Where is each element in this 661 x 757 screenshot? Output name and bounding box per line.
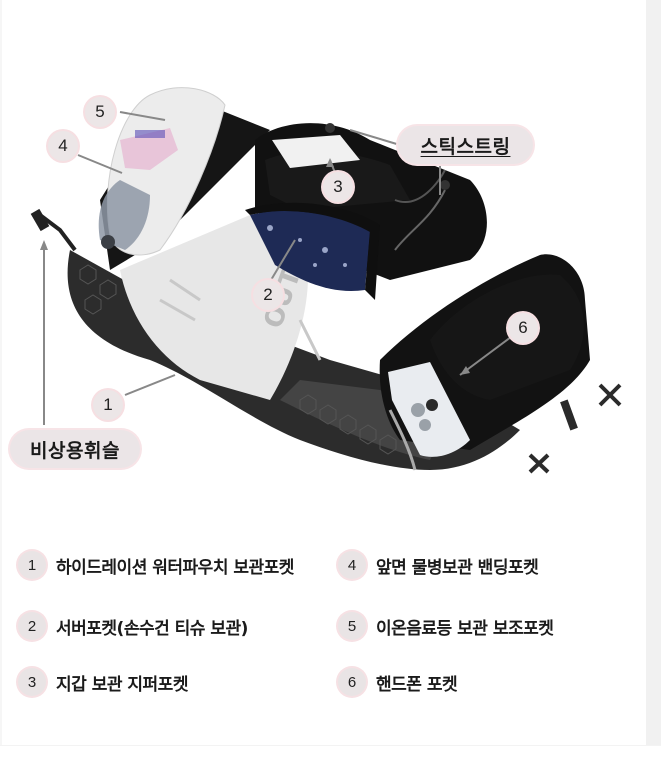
legend-item-5: 5 이온음료등 보관 보조포켓 — [338, 609, 554, 643]
legend-item-2: 2 서버포켓(손수건 티슈 보관) — [18, 609, 248, 643]
legend-number-badge: 1 — [18, 551, 46, 579]
stick-string-text: 스틱스트링 — [420, 135, 511, 158]
emergency-whistle-label: 비상용휘슬 — [10, 430, 140, 468]
bottom-edge — [0, 745, 661, 757]
callout-number: 5 — [95, 102, 105, 121]
legend-text: 서버포켓(손수건 티슈 보관) — [56, 618, 248, 639]
callout-1: 1 — [93, 390, 123, 420]
callout-number: 2 — [263, 285, 273, 304]
legend-item-3: 3 지갑 보관 지퍼포켓 — [18, 665, 188, 699]
legend-text: 이온음료등 보관 보조포켓 — [376, 618, 554, 639]
legend-item-1: 1 하이드레이션 워터파우치 보관포켓 — [18, 548, 294, 582]
right-edge-strip — [646, 0, 661, 745]
vest-product-image: OUTDO — [30, 87, 622, 474]
legend-text: 핸드폰 포켓 — [376, 674, 458, 695]
callout-5: 5 — [85, 97, 115, 127]
callout-6: 6 — [508, 313, 538, 343]
stick-string-label: 스틱스트링 — [398, 126, 533, 164]
legend-text: 앞면 물병보관 밴딩포켓 — [376, 557, 539, 578]
legend-item-6: 6 핸드폰 포켓 — [338, 665, 458, 699]
callout-3: 3 — [323, 172, 353, 202]
legend-number-badge: 6 — [338, 668, 366, 696]
legend-number-badge: 3 — [18, 668, 46, 696]
callout-number: 1 — [103, 395, 113, 414]
legend-text: 하이드레이션 워터파우치 보관포켓 — [56, 557, 294, 578]
callout-4: 4 — [48, 131, 78, 161]
legend-number-badge: 4 — [338, 551, 366, 579]
callout-number: 4 — [58, 136, 68, 155]
callout-number: 6 — [518, 318, 528, 337]
emergency-whistle-text: 비상용휘슬 — [30, 439, 120, 462]
callout-2: 2 — [253, 280, 283, 310]
legend-text: 지갑 보관 지퍼포켓 — [56, 674, 188, 695]
legend-item-4: 4 앞면 물병보관 밴딩포켓 — [338, 548, 539, 582]
callout-number: 3 — [333, 177, 343, 196]
left-edge-line — [0, 0, 2, 745]
legend-number-badge: 5 — [338, 612, 366, 640]
legend-number-badge: 2 — [18, 612, 46, 640]
